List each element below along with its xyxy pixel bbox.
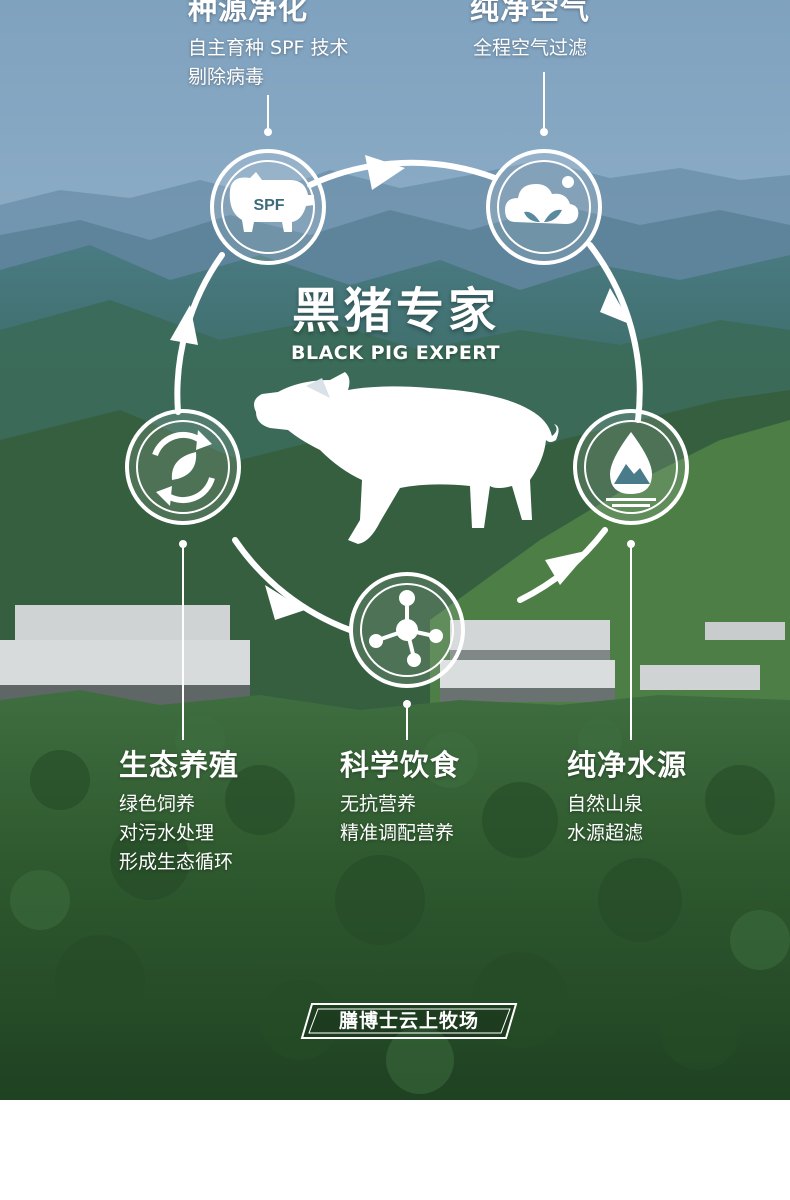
feature-title-water: 纯净水源 (567, 748, 688, 782)
cycle-arrows (170, 155, 632, 620)
feature-desc-eco-2: 对污水处理 (119, 822, 215, 844)
cloud-leaf-icon (486, 149, 602, 265)
center-subtitle: BLACK PIG EXPERT (291, 342, 501, 364)
hero-scene: SPF (0, 0, 790, 1100)
badge-frame (300, 1003, 518, 1039)
farm-buildings-right (440, 620, 785, 702)
footer-whitespace (0, 1100, 790, 1200)
feature-title-diet: 科学饮食 (340, 748, 461, 782)
molecule-icon (349, 572, 465, 688)
feature-desc-seed-1: 自主育种 SPF 技术 (188, 37, 349, 59)
feature-title-eco: 生态养殖 (119, 748, 240, 782)
feature-title-air: 纯净空气 (470, 0, 591, 26)
feature-desc-diet-1: 无抗营养 (340, 793, 417, 815)
farm-badge: 膳博士云上牧场 (298, 1000, 520, 1042)
landscape-background: SPF (0, 0, 790, 1100)
feature-desc-water-2: 水源超滤 (567, 822, 644, 844)
pig-silhouette-icon (254, 372, 559, 544)
center-title: 黑猪专家 (292, 283, 501, 339)
feature-desc-eco-3: 形成生态循环 (119, 851, 234, 873)
water-drop-mountain-icon (573, 409, 689, 525)
feature-title-seed: 种源净化 (188, 0, 309, 26)
feature-desc-eco-1: 绿色饲养 (119, 793, 196, 815)
feature-desc-water-1: 自然山泉 (567, 793, 644, 815)
recycle-leaf-icon (125, 409, 241, 525)
spf-pig-icon: SPF (210, 149, 326, 265)
feature-desc-seed-2: 剔除病毒 (188, 66, 265, 88)
feature-desc-air-1: 全程空气过滤 (473, 37, 588, 59)
spf-label: SPF (253, 197, 284, 214)
badge-label: 膳博士云上牧场 (338, 1010, 479, 1032)
feature-desc-diet-2: 精准调配营养 (340, 822, 455, 844)
